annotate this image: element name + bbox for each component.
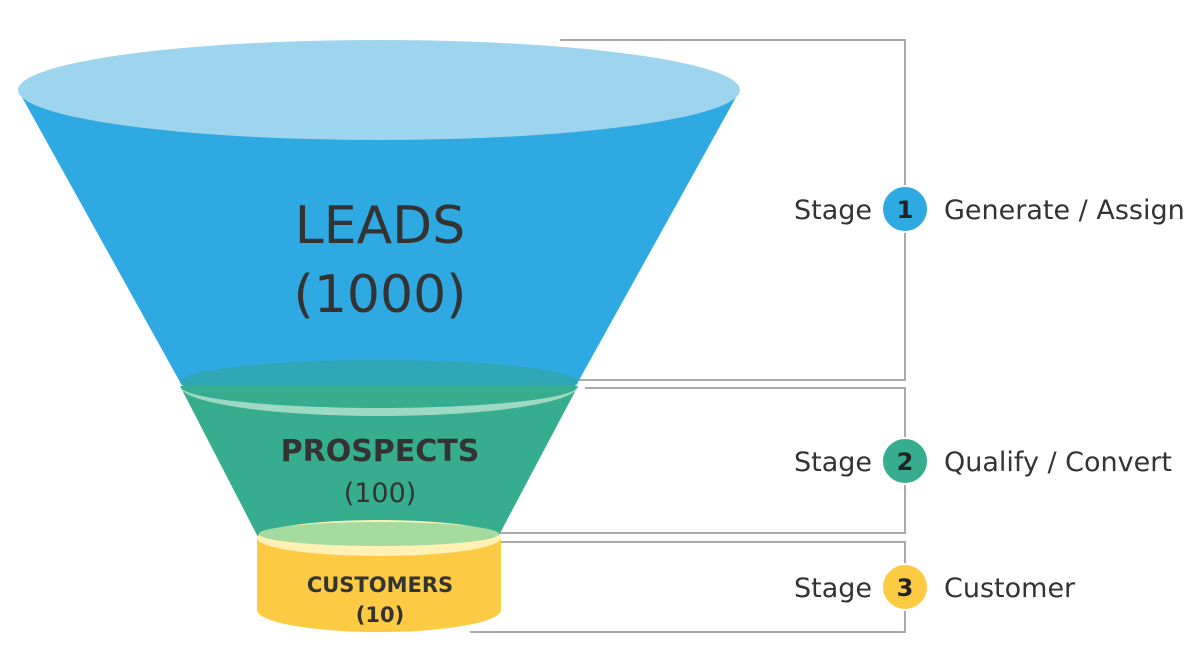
prospects-top-rim (180, 386, 578, 416)
prospects-cone (180, 386, 578, 537)
stage-1-word: Stage (794, 195, 872, 226)
stage-1-badge (881, 185, 929, 233)
stage-2-description: Qualify / Convert (944, 447, 1172, 478)
prospects-label: PROSPECTS (281, 434, 480, 469)
stage-3-word: Stage (794, 573, 872, 604)
funnel-customers-section: CUSTOMERS (10) (257, 520, 501, 632)
stage-1-number: 1 (897, 196, 914, 224)
stage-2-number: 2 (897, 448, 914, 476)
funnel-leads-section: LEADS (1000) (18, 40, 740, 404)
customers-label: CUSTOMERS (307, 573, 453, 597)
stage-2-badge (881, 437, 929, 485)
customers-count: (10) (356, 603, 404, 627)
customers-top-inner (259, 522, 499, 546)
stage-1-row: Stage 1 Generate / Assign (794, 185, 1185, 233)
stage-3-badge (881, 563, 929, 611)
stage-2-row: Stage 2 Qualify / Convert (794, 437, 1172, 485)
customers-cylinder (257, 538, 501, 632)
stage-3-number: 3 (897, 574, 914, 602)
leads-top-opening (18, 40, 740, 140)
stage-2-word: Stage (794, 447, 872, 478)
stage-1-description: Generate / Assign (944, 195, 1185, 226)
funnel-prospects-section: PROSPECTS (100) (180, 386, 578, 537)
prospects-count: (100) (344, 478, 417, 509)
stage-3-description: Customer (944, 573, 1076, 604)
leads-cone (18, 90, 740, 382)
stage-3-row: Stage 3 Customer (794, 563, 1076, 611)
leads-label: LEADS (295, 196, 465, 256)
leads-count: (1000) (294, 265, 467, 325)
